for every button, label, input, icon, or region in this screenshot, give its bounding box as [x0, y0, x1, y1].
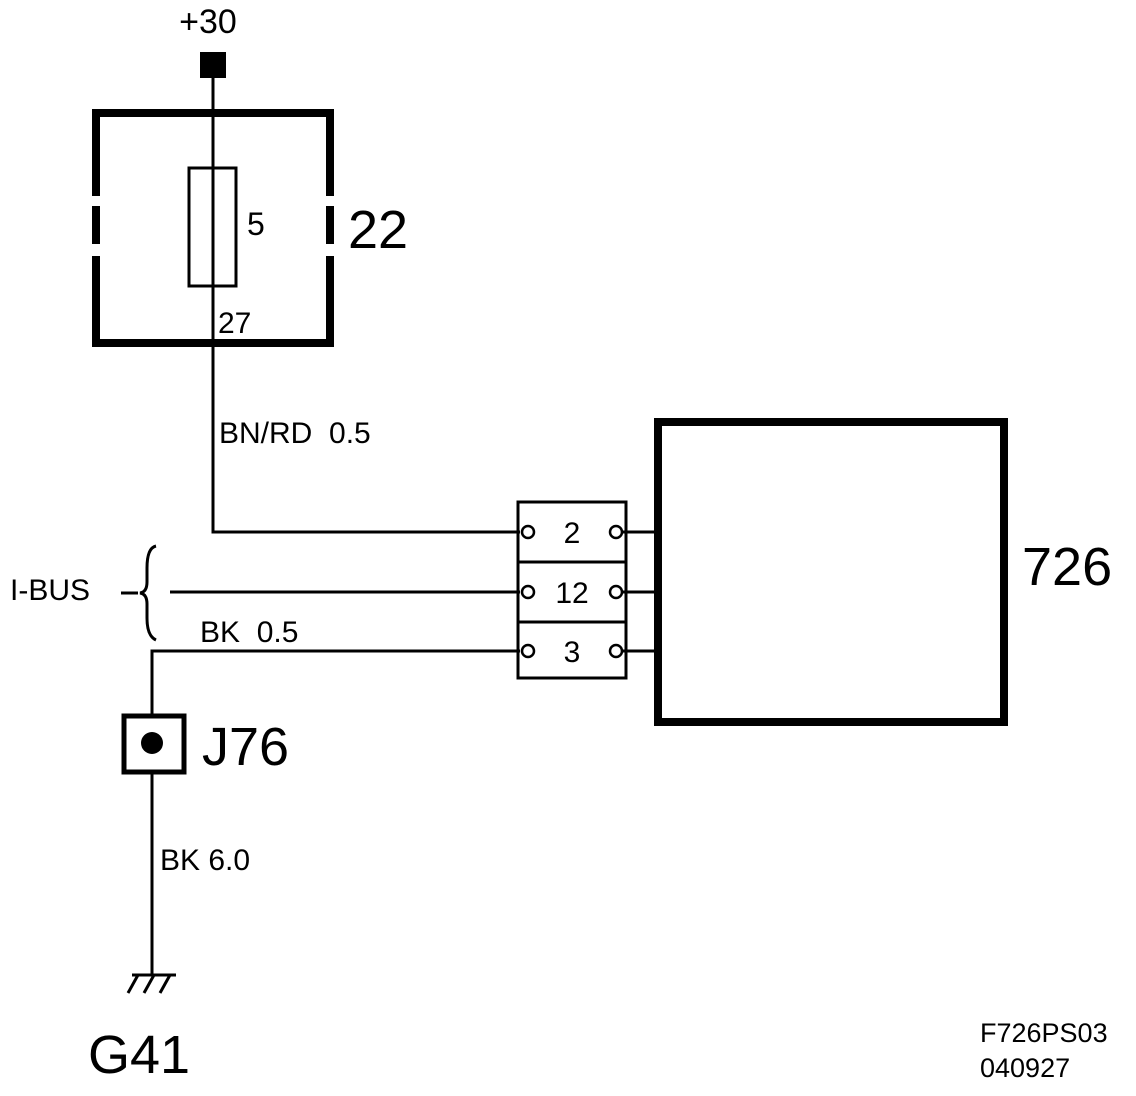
- connector-pin-row: 2: [520, 517, 624, 550]
- splice-dot: [141, 732, 163, 754]
- fuse-output-pin: 27: [218, 307, 251, 340]
- module-726-box: [654, 418, 1008, 726]
- ground-wire-label: BK 0.5: [200, 616, 298, 649]
- connector-pin-label: 3: [564, 636, 581, 669]
- supply-terminal: [200, 52, 226, 78]
- ground-point-id: G41: [88, 1025, 190, 1085]
- splice-id: J76: [202, 717, 289, 777]
- ground-icon: [126, 973, 176, 994]
- connector-block: [516, 500, 628, 680]
- figure-date: 040927: [980, 1053, 1070, 1083]
- supply-wire-line: [211, 78, 520, 534]
- connector-pin-row: 12: [520, 577, 624, 610]
- module-id: 726: [1022, 537, 1112, 597]
- ibus-brace: [139, 544, 157, 642]
- ground-main-label: BK 6.0: [160, 844, 250, 877]
- connector-pin-row: 3: [520, 636, 624, 669]
- fuse-number: 5: [247, 206, 265, 242]
- fuse-box-id: 22: [348, 200, 408, 260]
- splice-box: [121, 713, 187, 775]
- supply-label: +30: [179, 3, 237, 41]
- connector-pin-label: 12: [555, 577, 588, 610]
- module-leads: [622, 530, 658, 653]
- figure-code: F726PS03: [980, 1018, 1108, 1048]
- ibus-label: I-BUS: [10, 574, 90, 607]
- ground-wire-line: [150, 649, 520, 716]
- supply-wire-label: BN/RD 0.5: [219, 417, 371, 450]
- connector-pin-label: 2: [564, 517, 581, 550]
